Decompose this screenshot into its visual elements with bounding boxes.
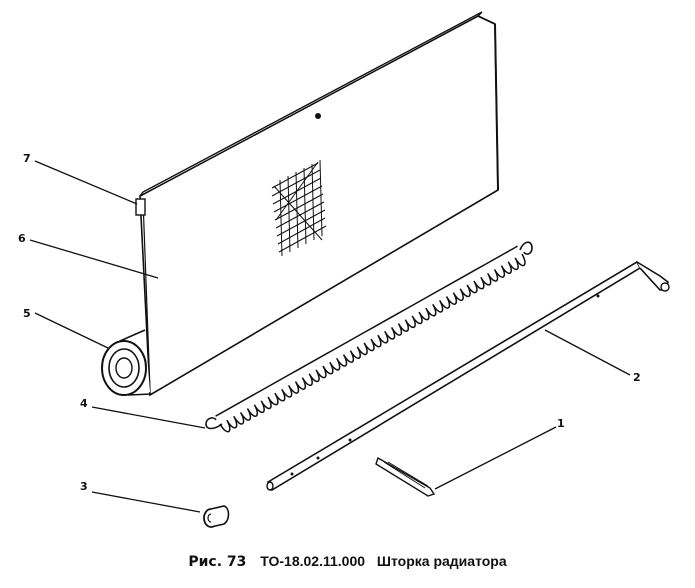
spring [205, 241, 533, 433]
figure-number: Рис. 73 [188, 554, 247, 570]
callout-1: 1 [557, 417, 565, 430]
callout-5: 5 [23, 307, 31, 320]
bracket [375, 456, 436, 497]
drawing-code: ТО-18.02.11.000 [260, 553, 366, 569]
mesh-area [271, 159, 327, 257]
figure-caption: Рис. 73 ТО-18.02.11.000 Шторка радиатора [0, 553, 695, 570]
fastener-tab [135, 198, 146, 216]
callout-4: 4 [80, 397, 88, 410]
control-rod [266, 260, 670, 492]
roller [101, 329, 153, 396]
curtain-panel [135, 11, 499, 397]
callout-3: 3 [80, 480, 88, 493]
leader-lines [29, 160, 631, 513]
callout-6: 6 [18, 232, 26, 245]
callout-2: 2 [633, 371, 641, 384]
figure-title: Шторка радиатора [376, 553, 507, 569]
bushing [203, 505, 230, 528]
callout-7: 7 [23, 152, 31, 165]
